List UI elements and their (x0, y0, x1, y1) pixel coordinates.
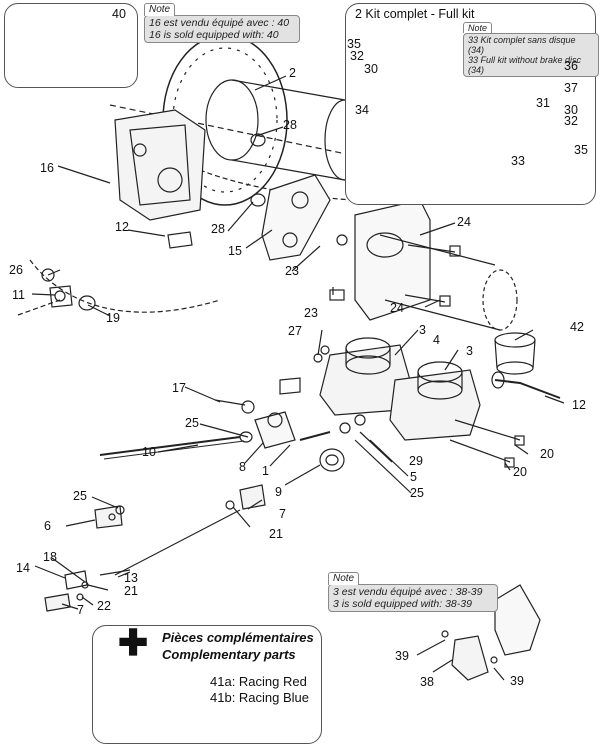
part-7: 7 (279, 507, 286, 521)
part-25b: 25 (410, 486, 424, 500)
part-20: 20 (540, 447, 554, 461)
note-16-equipped-40: Note 16 est vendu équipé avec : 40 16 is… (144, 3, 300, 43)
part-22: 22 (97, 599, 111, 613)
kit-part-36: 36 (564, 59, 578, 73)
part-24b: 24 (390, 301, 404, 315)
plus-icon: ✚ (118, 622, 149, 663)
kit-part-35b: 35 (574, 143, 588, 157)
note-line: 33 Full kit without brake disc (34) (468, 55, 582, 75)
part-2: 2 (289, 66, 296, 80)
part-18: 18 (43, 550, 57, 564)
part-16: 16 (40, 161, 54, 175)
note-tab: Note (328, 572, 360, 585)
box-40-label: 40 (112, 7, 126, 21)
kit-part-30: 30 (364, 62, 378, 76)
part-12b: 12 (572, 398, 586, 412)
part-10: 10 (142, 445, 156, 459)
note-line: 3 est vendu équipé avec : 38-39 (333, 586, 483, 598)
complementary-title-fr: Pièces complémentaires (162, 630, 314, 645)
part-17: 17 (172, 381, 186, 395)
part-39: 39 (395, 649, 409, 663)
part-7b: 7 (77, 603, 84, 617)
box-complementary-parts (92, 625, 322, 744)
part-1: 1 (262, 464, 269, 478)
part-29: 29 (409, 454, 423, 468)
full-kit-title: 2 Kit complet - Full kit (355, 7, 475, 21)
complementary-title-en: Complementary parts (162, 647, 296, 662)
note-33-kit: Note 33 Kit complet sans disque (34) 33 … (463, 22, 599, 77)
note-line: 33 Kit complet sans disque (34) (468, 35, 576, 55)
part-25c: 25 (73, 489, 87, 503)
part-19: 19 (106, 311, 120, 325)
part-5: 5 (410, 470, 417, 484)
part-6: 6 (44, 519, 51, 533)
part-12: 12 (115, 220, 129, 234)
option-41b-racing-blue: 41b: Racing Blue (210, 690, 310, 705)
part-9: 9 (275, 485, 282, 499)
part-14: 14 (16, 561, 30, 575)
box-part-40 (4, 3, 138, 88)
note-tab: Note (144, 3, 176, 16)
part-20b: 20 (513, 465, 527, 479)
part-4: 4 (433, 333, 440, 347)
kit-part-31: 31 (536, 96, 550, 110)
part-3: 3 (419, 323, 426, 337)
part-26: 26 (9, 263, 23, 277)
note-line: 16 is sold equipped with: 40 (149, 29, 279, 41)
part-3b: 3 (466, 344, 473, 358)
part-28: 28 (283, 118, 297, 132)
part-8: 8 (239, 460, 246, 474)
part-23: 23 (285, 264, 299, 278)
note-line: 16 est vendu équipé avec : 40 (149, 17, 290, 29)
note-tab: Note (463, 22, 493, 33)
part-28b: 28 (211, 222, 225, 236)
part-27: 27 (288, 324, 302, 338)
kit-part-37: 37 (564, 81, 578, 95)
part-13: 13 (124, 571, 138, 585)
part-38: 38 (420, 675, 434, 689)
kit-part-34: 34 (355, 103, 369, 117)
part-21: 21 (269, 527, 283, 541)
kit-part-33: 33 (511, 154, 525, 168)
note-3-equipped-38-39: Note 3 est vendu équipé avec : 38-39 3 i… (328, 572, 498, 612)
kit-part-32b: 32 (564, 114, 578, 128)
part-25: 25 (185, 416, 199, 430)
part-23b: 23 (304, 306, 318, 320)
part-24: 24 (457, 215, 471, 229)
part-42: 42 (570, 320, 584, 334)
kit-part-32: 32 (350, 49, 364, 63)
kit-part-35: 35 (347, 37, 361, 51)
part-15: 15 (228, 244, 242, 258)
option-41a-racing-red: 41a: Racing Red (210, 674, 307, 689)
note-line: 3 is sold equipped with: 38-39 (333, 598, 472, 610)
part-21b: 21 (124, 584, 138, 598)
part-39b: 39 (510, 674, 524, 688)
part-11: 11 (12, 288, 25, 302)
kit-part-30b: 30 (564, 103, 578, 117)
